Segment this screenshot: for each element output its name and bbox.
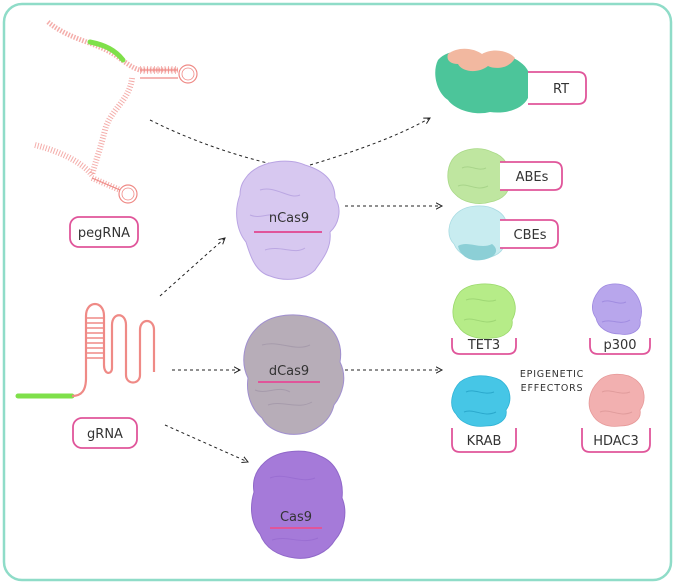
rt-label: RT bbox=[553, 82, 569, 97]
grna-structure bbox=[15, 302, 156, 399]
krab-label: KRAB bbox=[467, 434, 502, 449]
cbes-label: CBEs bbox=[514, 228, 547, 243]
cbes-label-box: CBEs bbox=[500, 219, 559, 249]
cbe-protein bbox=[448, 205, 508, 261]
hdac3-label-box: HDAC3 bbox=[581, 428, 651, 453]
abe-protein bbox=[447, 148, 510, 204]
arrow-grna-cas9 bbox=[164, 424, 248, 462]
pegrna-label: pegRNA bbox=[78, 226, 130, 241]
arrow-ncas9-rt bbox=[309, 118, 430, 166]
krab-label-box: KRAB bbox=[451, 428, 517, 453]
hdac3-protein bbox=[588, 373, 645, 427]
grna-label-box: gRNA bbox=[72, 417, 138, 449]
p300-label-box: p300 bbox=[589, 338, 651, 355]
krab-protein bbox=[451, 375, 511, 427]
epigenetic-label-line1: EPIGENETIC bbox=[520, 369, 584, 380]
epigenetic-label-line2: EFFECTORS bbox=[521, 383, 584, 394]
abes-label-box: ABEs bbox=[500, 161, 563, 191]
pegrna-structure bbox=[34, 20, 198, 204]
arrow-pegrna-ncas9 bbox=[149, 119, 291, 169]
pegrna-label-box: pegRNA bbox=[69, 216, 139, 248]
ncas9-label: nCas9 bbox=[269, 211, 309, 226]
dcas9-protein bbox=[243, 314, 345, 435]
abes-label: ABEs bbox=[516, 170, 549, 185]
ncas9-protein bbox=[236, 160, 340, 280]
cas9-protein bbox=[251, 450, 346, 559]
tet3-protein bbox=[452, 283, 516, 339]
dcas9-label: dCas9 bbox=[269, 364, 309, 379]
tet3-label: TET3 bbox=[467, 338, 500, 353]
grna-label: gRNA bbox=[87, 427, 123, 442]
tet3-label-box: TET3 bbox=[451, 338, 517, 355]
rt-label-box: RT bbox=[528, 71, 587, 105]
cas9-label: Cas9 bbox=[280, 510, 312, 525]
p300-label: p300 bbox=[603, 338, 636, 353]
hdac3-label: HDAC3 bbox=[593, 434, 639, 449]
arrow-grna-ncas9 bbox=[159, 238, 225, 297]
rt-protein bbox=[435, 48, 532, 114]
p300-protein bbox=[592, 283, 642, 335]
